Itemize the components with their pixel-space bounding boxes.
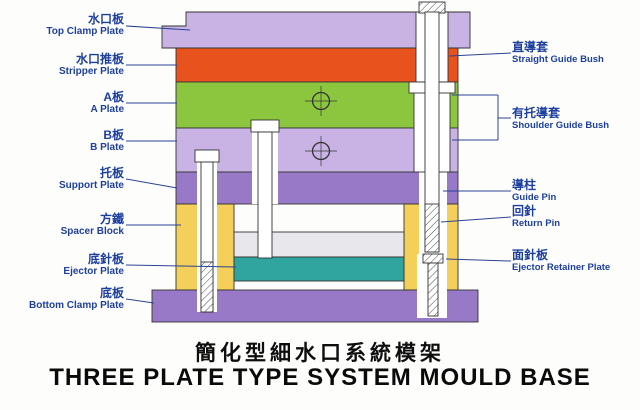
leader-bottom-clamp-plate — [125, 298, 155, 304]
label-straight-guide-bush: 直導套 Straight Guide Bush — [512, 40, 640, 65]
label-ejector-retainer-plate-en: Ejector Retainer Plate — [512, 262, 611, 274]
label-b-plate: B板 B Plate — [2, 128, 124, 154]
label-ejector-retainer-plate: 面針板 Ejector Retainer Plate — [512, 248, 640, 273]
label-return-pin-en: Return Pin — [512, 218, 561, 230]
label-ejector-plate-zh: 底針板 — [87, 252, 124, 266]
label-stripper-plate-en: Stripper Plate — [58, 66, 124, 78]
label-top-clamp-plate-en: Top Clamp Plate — [46, 26, 124, 38]
leader-straight-guide-bush — [448, 52, 512, 57]
label-spacer-block: 方鐵 Spacer Block — [2, 212, 124, 238]
label-top-clamp-plate-zh: 水口板 — [87, 12, 124, 26]
label-guide-pin-zh: 導柱 — [512, 178, 537, 192]
label-straight-guide-bush-zh: 直導套 — [512, 40, 549, 54]
support-screw-head — [194, 149, 220, 163]
support-screw-threaded — [200, 261, 214, 313]
label-b-plate-en: B Plate — [90, 142, 124, 154]
label-shoulder-guide-bush-zh: 有托導套 — [512, 106, 561, 120]
top-clamp-plate — [161, 11, 471, 49]
label-support-plate-en: Support Plate — [58, 180, 124, 192]
label-bottom-clamp-plate-en: Bottom Clamp Plate — [28, 300, 124, 312]
label-a-plate-en: A Plate — [90, 104, 124, 116]
label-ejector-retainer-plate-zh: 面針板 — [512, 248, 549, 262]
label-ejector-plate: 底針板 Ejector Plate — [2, 252, 124, 278]
screw-hole-symbol — [305, 136, 337, 166]
support-plate — [175, 171, 459, 205]
leader-return-pin — [440, 216, 512, 223]
label-spacer-block-en: Spacer Block — [60, 226, 124, 238]
label-guide-pin-en: Guide Pin — [512, 192, 557, 204]
label-a-plate: A板 A Plate — [2, 90, 124, 116]
label-shoulder-guide-bush: 有托導套 Shoulder Guide Bush — [512, 106, 640, 131]
puller-pin-shaft — [257, 131, 273, 259]
puller-pin-head — [250, 119, 280, 133]
b-plate — [175, 127, 459, 173]
screw-hole-symbol — [305, 86, 337, 116]
label-a-plate-zh: A板 — [103, 90, 124, 104]
label-support-plate: 托板 Support Plate — [2, 166, 124, 192]
label-ejector-plate-en: Ejector Plate — [63, 266, 124, 278]
label-return-pin-zh: 回針 — [512, 204, 537, 218]
leader-shoulder-guide-bush-bracket — [452, 94, 511, 141]
return-pin-shaft — [427, 262, 439, 317]
leader-lines — [125, 25, 512, 304]
leader-support-plate — [125, 178, 178, 189]
label-bottom-clamp-plate: 底板 Bottom Clamp Plate — [2, 286, 124, 312]
label-b-plate-zh: B板 — [103, 128, 124, 142]
label-spacer-block-zh: 方鐵 — [99, 212, 124, 226]
leader-top-clamp-plate — [125, 25, 191, 31]
return-pin-head — [422, 253, 444, 264]
title-chinese: 簡化型細水口系統模架 — [195, 342, 445, 365]
ejector-plate — [233, 256, 405, 282]
label-shoulder-guide-bush-en: Shoulder Guide Bush — [512, 120, 610, 132]
label-return-pin: 回針 Return Pin — [512, 204, 640, 229]
label-support-plate-zh: 托板 — [99, 166, 124, 180]
label-bottom-clamp-plate-zh: 底板 — [99, 286, 124, 300]
label-straight-guide-bush-en: Straight Guide Bush — [512, 54, 604, 66]
guide-pin-shaft-hatched — [424, 203, 440, 253]
guide-pin-cap — [418, 1, 446, 14]
label-guide-pin: 導柱 Guide Pin — [512, 178, 640, 203]
stripper-plate — [175, 47, 459, 83]
label-stripper-plate-zh: 水口推板 — [75, 52, 124, 66]
leader-ejector-plate — [125, 264, 237, 268]
label-stripper-plate: 水口推板 Stripper Plate — [2, 52, 124, 78]
title-english: THREE PLATE TYPE SYSTEM MOULD BASE — [49, 364, 591, 391]
leader-ejector-retainer-plate — [445, 258, 512, 262]
label-top-clamp-plate: 水口板 Top Clamp Plate — [2, 12, 124, 38]
